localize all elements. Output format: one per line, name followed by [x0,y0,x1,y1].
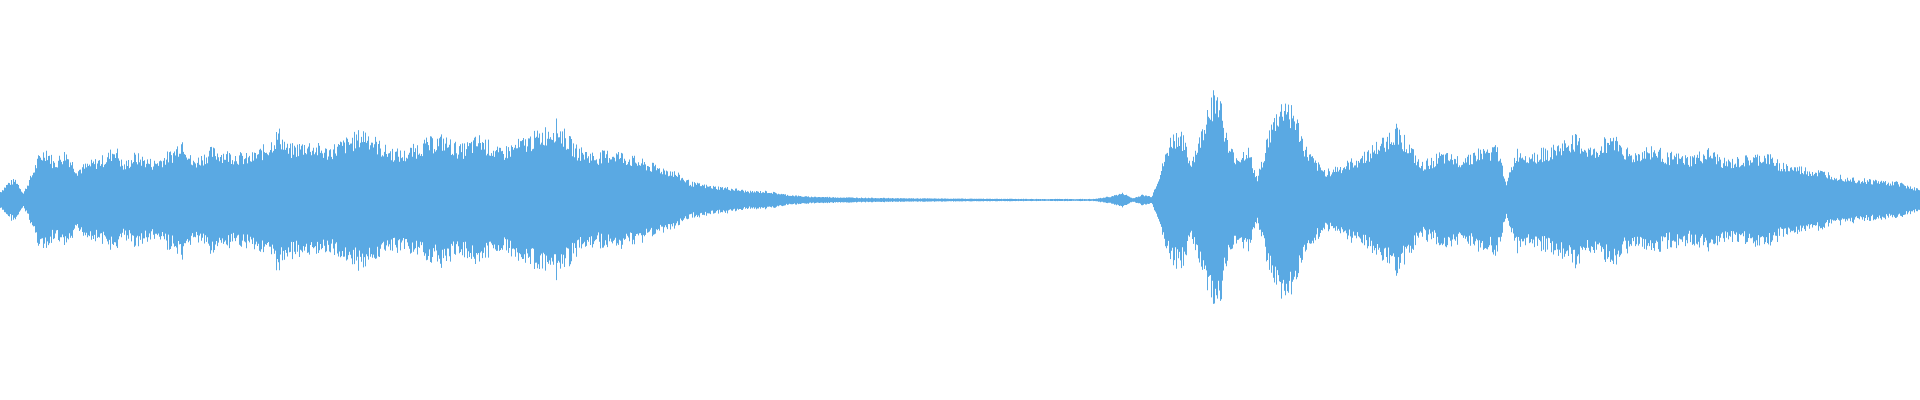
waveform-trace [0,90,1920,304]
